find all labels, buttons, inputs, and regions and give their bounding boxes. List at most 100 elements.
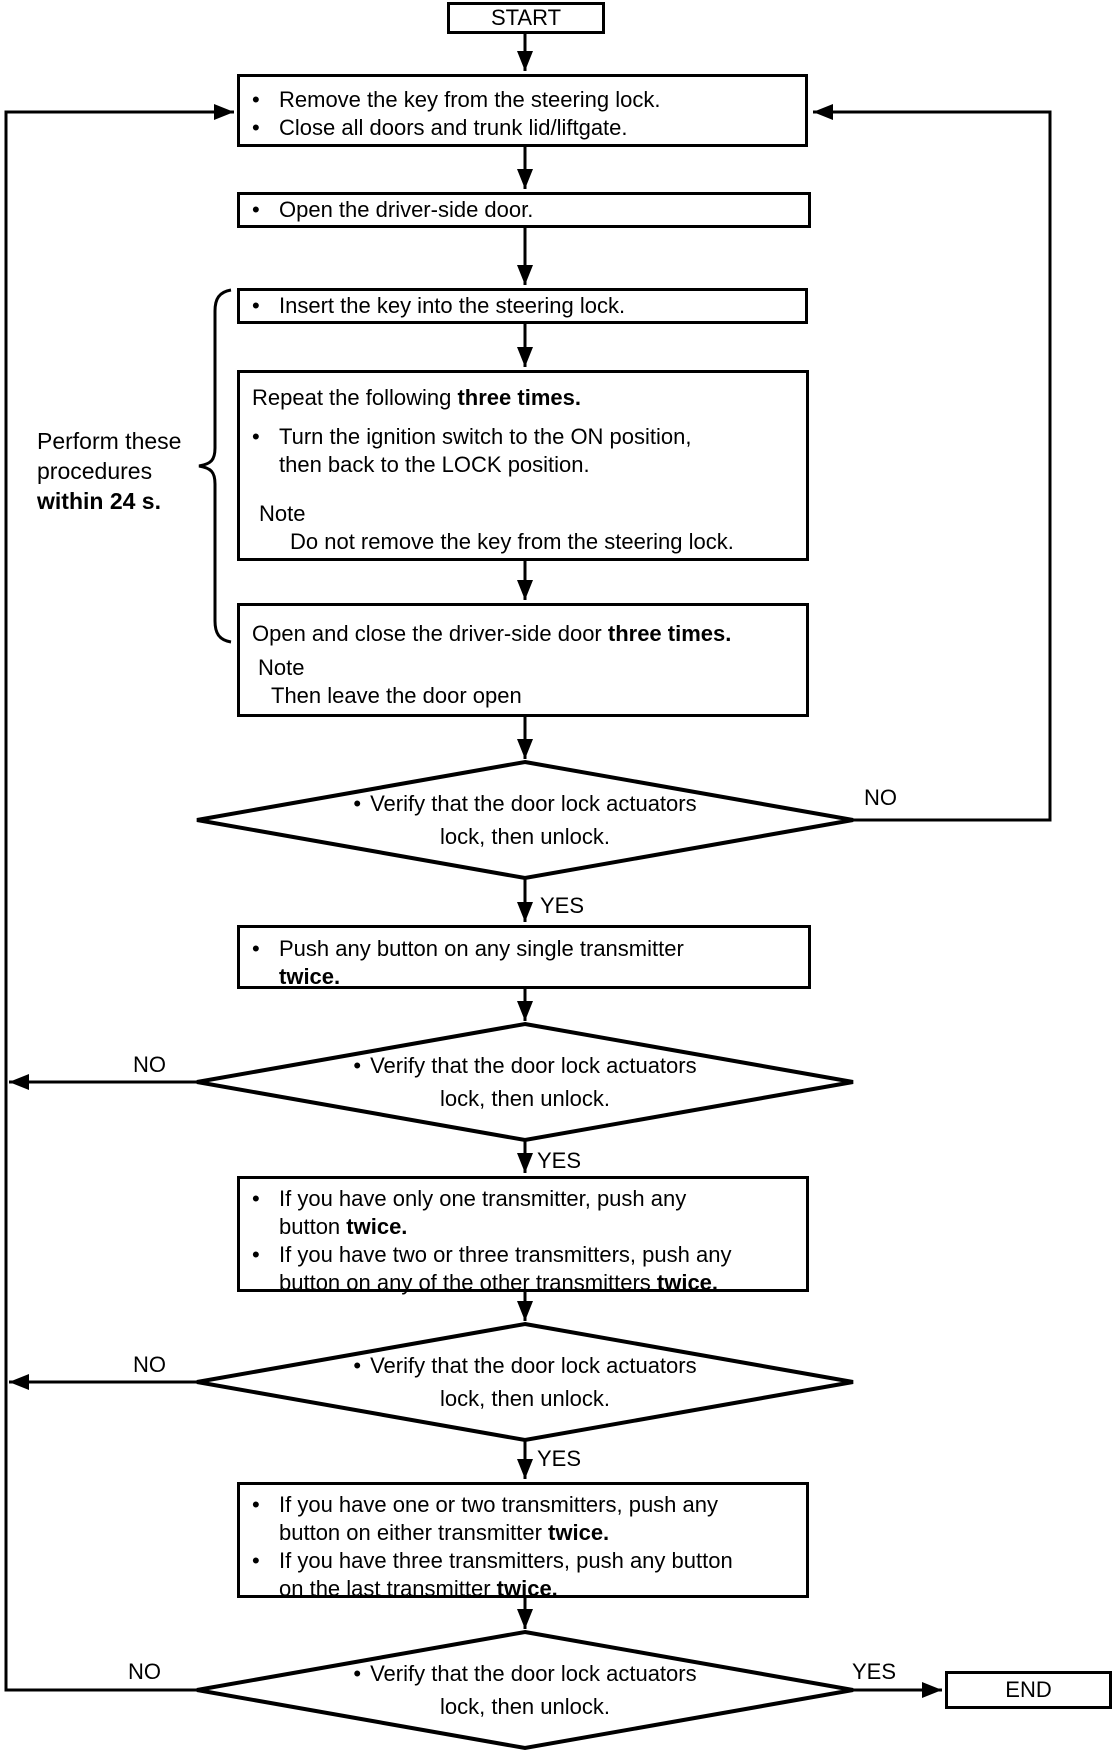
line-text: Verify that the door lock actuators: [370, 1353, 697, 1378]
text-line: •Verify that the door lock actuators: [265, 787, 785, 820]
text-line: • If you have two or three transmitters,…: [252, 1241, 798, 1269]
text-line: lock, then unlock.: [265, 1382, 785, 1415]
decision-4-text: • Verify that the door lock actuators loc…: [265, 1657, 785, 1723]
note-text: Then leave the door open: [271, 682, 798, 710]
process-door-cycle: Open and close the driver-side door thre…: [237, 603, 809, 717]
end-node: END: [945, 1671, 1112, 1709]
line-text: Verify that the door lock actuators: [370, 1053, 697, 1078]
no-branch-right-loop: [813, 104, 1052, 822]
line-text: Remove the key from the steering lock.: [279, 87, 661, 112]
line-text: If you have one or two transmitters, pus…: [279, 1492, 719, 1517]
line-text: If you have three transmitters, push any…: [279, 1548, 733, 1573]
text-line: lock, then unlock.: [265, 820, 785, 853]
bullet-glyph: •: [252, 424, 260, 449]
line-text: If you have only one transmitter, push a…: [279, 1186, 687, 1211]
decision-diamond-3: [196, 1321, 854, 1443]
decision-diamond-1: [196, 759, 854, 881]
text-line: • If you have three transmitters, push a…: [252, 1547, 798, 1575]
text-line: • Push any button on any single transmit…: [252, 935, 800, 963]
process-push-other: • If you have only one transmitter, push…: [237, 1176, 809, 1295]
start-node: START: [447, 2, 605, 34]
text-line: lock, then unlock.: [265, 1082, 785, 1115]
line-text: Do not remove the key from the steering …: [290, 529, 734, 554]
line-text-bold: twice.: [496, 1576, 558, 1601]
text-line: • Remove the key from the steering lock.: [252, 86, 797, 114]
line-text: Note: [258, 655, 305, 680]
line-text-bold: twice.: [548, 1520, 610, 1545]
bullet-glyph: •: [252, 115, 260, 140]
line-text-bold: twice.: [656, 1270, 719, 1295]
bullet-glyph: •: [252, 87, 260, 112]
no-branch-left-loop: [4, 104, 234, 1692]
side-note-line: procedures: [37, 458, 153, 484]
bullet-glyph: •: [252, 197, 260, 222]
line-text-bold: twice.: [346, 1214, 408, 1239]
side-note-line-bold: within 24 s.: [37, 488, 161, 514]
line-text: If you have two or three transmitters, p…: [279, 1242, 732, 1267]
bullet-glyph: •: [252, 1242, 260, 1267]
no-label-decision-3: NO: [133, 1352, 166, 1377]
text-line: • Verify that the door lock actuators: [265, 1349, 785, 1382]
bullet-glyph: •: [252, 1186, 260, 1211]
note-label: Note: [258, 654, 798, 682]
text-line: button on either transmitter twice.: [279, 1519, 798, 1547]
no-label-decision-1: NO: [864, 785, 897, 810]
line-text: Repeat the following: [252, 385, 458, 410]
start-label: START: [490, 5, 562, 30]
line-text: lock, then unlock.: [440, 1694, 610, 1719]
end-label: END: [1005, 1677, 1052, 1702]
line-text-bold: three times.: [607, 621, 732, 646]
line-text: Turn the ignition switch to the ON posit…: [279, 424, 692, 449]
line-text: Verify that the door lock actuators: [370, 1661, 697, 1686]
text-line: • Open the driver-side door.: [252, 196, 533, 224]
line-text: Then leave the door open: [271, 683, 522, 708]
side-note-line: Perform these: [37, 428, 182, 454]
line-text-bold: three times.: [457, 385, 581, 410]
line-text: Note: [259, 501, 306, 526]
bullet-glyph: •: [252, 1548, 260, 1573]
line-text: then back to the LOCK position.: [279, 452, 590, 477]
bullet-glyph: •: [353, 1353, 362, 1378]
yes-label-decision-4: YES: [852, 1659, 897, 1684]
line-text: Push any button on any single transmitte…: [279, 936, 684, 961]
yes-label-decision-3: YES: [537, 1446, 582, 1471]
text-line: button on any of the other transmitters …: [279, 1269, 798, 1297]
line-text: lock, then unlock.: [440, 1086, 610, 1111]
note-label: Note: [259, 500, 798, 528]
decision-diamond-4: [196, 1629, 854, 1751]
line-text: Insert the key into the steering lock.: [279, 293, 626, 318]
process-open-door: • Open the driver-side door.: [237, 192, 811, 228]
line-text: Close all doors and trunk lid/liftgate.: [279, 115, 628, 140]
text-line: Repeat the following three times.: [252, 384, 798, 412]
process-remove-key: • Remove the key from the steering lock.…: [237, 74, 808, 147]
decision-3-text: • Verify that the door lock actuators loc…: [265, 1349, 785, 1415]
text-line: twice.: [279, 963, 800, 991]
text-line: • Verify that the door lock actuators: [265, 1049, 785, 1082]
line-text: on the last transmitter: [279, 1576, 497, 1601]
bullet-glyph: •: [252, 936, 260, 961]
bullet-glyph: •: [252, 293, 260, 318]
no-label-decision-2: NO: [133, 1052, 166, 1077]
line-text-bold: twice.: [279, 964, 341, 989]
process-insert-key: • Insert the key into the steering lock.: [237, 288, 808, 324]
process-ignition-cycle: Repeat the following three times. • Turn…: [237, 370, 809, 561]
text-line: button twice.: [279, 1213, 798, 1241]
line-text: Open the driver-side door.: [279, 197, 534, 222]
line-text: Verify that the door lock actuators: [370, 791, 697, 816]
line-text: button: [279, 1214, 347, 1239]
line-text: lock, then unlock.: [440, 1386, 610, 1411]
text-line: lock, then unlock.: [265, 1690, 785, 1723]
process-push-last: • If you have one or two transmitters, p…: [237, 1482, 809, 1601]
process-push-any: • Push any button on any single transmit…: [237, 925, 811, 989]
text-line: then back to the LOCK position.: [279, 451, 798, 479]
bullet-glyph: •: [353, 1053, 362, 1078]
line-text: button on either transmitter: [279, 1520, 549, 1545]
decision-diamond-2: [196, 1021, 854, 1143]
bullet-glyph: •: [353, 1661, 362, 1686]
text-line: on the last transmitter twice.: [279, 1575, 798, 1603]
yes-label-decision-1: YES: [540, 893, 585, 918]
line-text: button on any of the other transmitters: [279, 1270, 657, 1295]
side-note-24s: Perform these procedures within 24 s.: [37, 426, 181, 516]
bullet-glyph: •: [252, 1492, 260, 1517]
